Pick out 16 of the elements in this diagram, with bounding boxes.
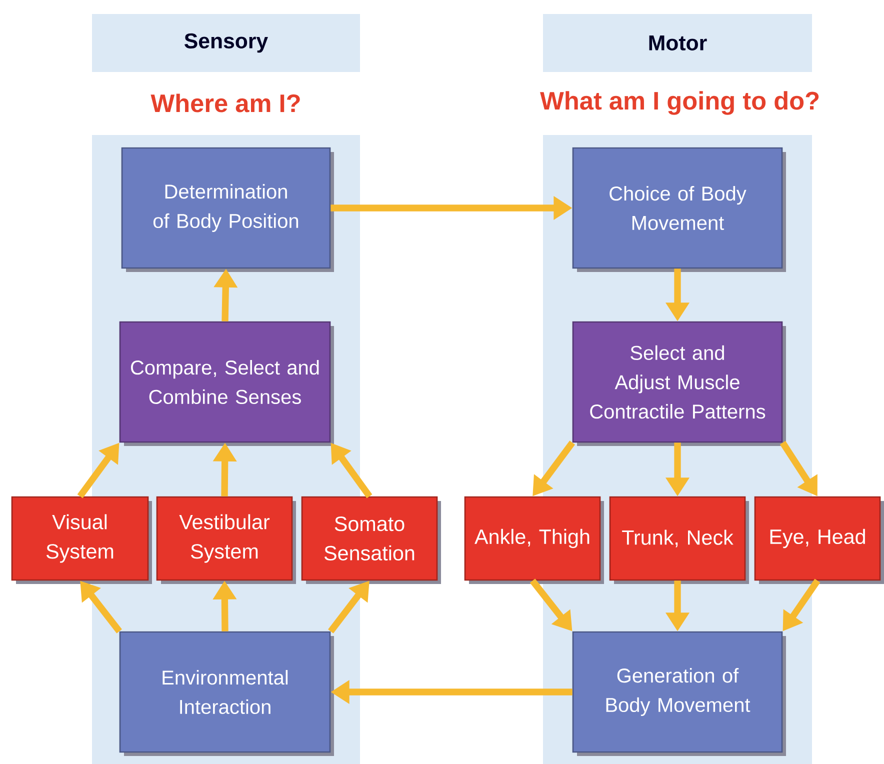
question-heading: Where am I? [150,94,300,112]
system-box: Somato Sensation [301,496,441,584]
process-box: Select and Adjust Muscle Contractile Patterns [572,321,786,446]
question-heading: What am I going to do? [540,91,819,115]
column-header: Motor [543,14,812,72]
system-box: Ankle, Thigh [464,496,604,584]
system-box: Eye, Head [754,496,884,584]
process-box: Generation of Body Movement [572,631,786,756]
process-box: Choice of Body Movement [572,147,786,272]
process-box: Environmental Interaction [119,631,334,756]
system-box: Trunk, Neck [609,496,750,584]
column-header: Sensory [92,14,360,72]
process-box: Compare, Select and Combine Senses [119,321,334,446]
process-box: Determination of Body Position [121,147,334,272]
system-box: Vestibular System [156,496,296,584]
system-box: Visual System [11,496,152,584]
